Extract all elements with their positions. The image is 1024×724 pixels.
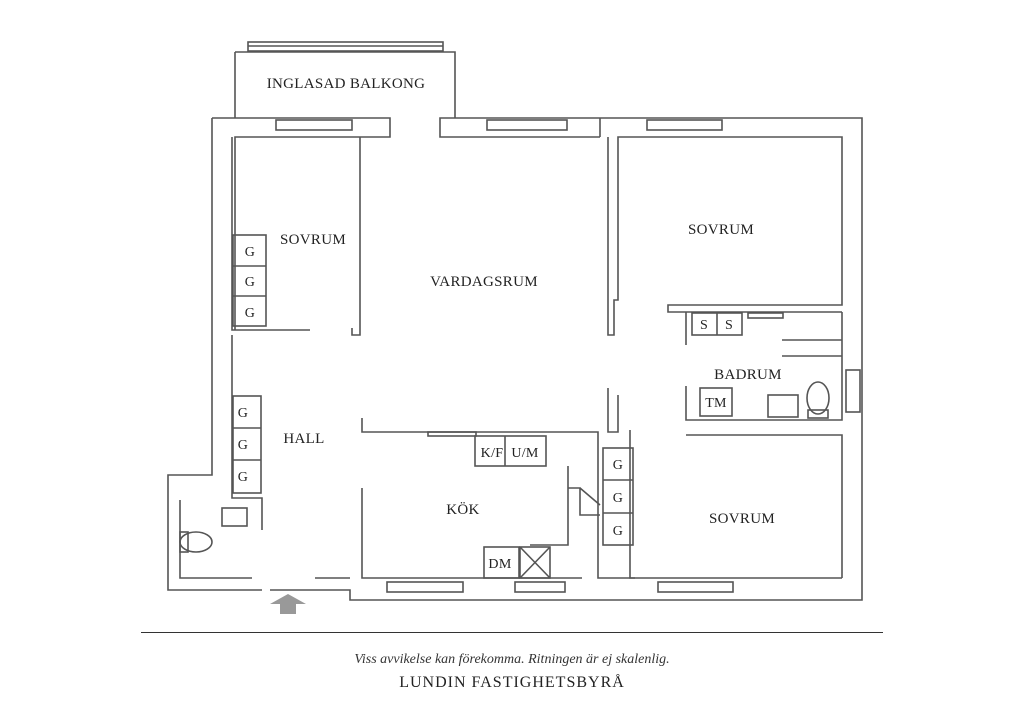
- dishwasher-box: [483, 546, 520, 579]
- stove: [519, 546, 551, 579]
- dishwasher-label: DM: [488, 557, 511, 572]
- balcony-outline: [234, 51, 456, 118]
- toilet: [179, 531, 213, 553]
- wall: [607, 136, 843, 336]
- wardrobe-label: G: [245, 245, 255, 260]
- shelf-label: S: [725, 318, 733, 333]
- wall: [685, 312, 843, 578]
- kitchen-appliances: [474, 435, 547, 467]
- label-kitchen: KÖK: [446, 501, 479, 518]
- inner-outline: [179, 500, 350, 579]
- label-living: VARDAGSRUM: [430, 274, 538, 290]
- wardrobe-label: G: [613, 524, 623, 539]
- label-bedroom-left: SOVRUM: [280, 232, 346, 248]
- disclaimer-text: Viss avvikelse kan förekomma. Ritningen …: [354, 652, 670, 667]
- shelf-label: S: [700, 318, 708, 333]
- wardrobe: [602, 447, 634, 546]
- label-balcony: INGLASAD BALKONG: [267, 76, 426, 92]
- sink: [747, 312, 784, 319]
- label-hall: HALL: [283, 431, 324, 447]
- window: [657, 581, 734, 593]
- washer-label: TM: [705, 396, 727, 411]
- window: [646, 119, 723, 131]
- wardrobe: [232, 395, 262, 494]
- wardrobe-label: G: [238, 406, 248, 421]
- entrance-arrow-icon: [270, 594, 306, 614]
- wall: [351, 137, 361, 336]
- window: [845, 369, 861, 413]
- wall: [629, 430, 842, 579]
- bath-sink: [767, 394, 799, 418]
- wardrobe-label: G: [238, 438, 248, 453]
- window: [275, 119, 353, 131]
- brand-name: LUNDIN FASTIGHETSBYRÅ: [399, 674, 625, 691]
- wall: [530, 466, 569, 546]
- micro-label: U/M: [511, 446, 539, 461]
- wall: [607, 388, 619, 433]
- wardrobe-label: G: [613, 491, 623, 506]
- wall: [231, 137, 310, 331]
- window: [486, 119, 568, 131]
- window: [514, 581, 566, 593]
- wardrobe: [232, 234, 267, 327]
- footer-divider: [141, 632, 883, 633]
- fridge-label: K/F: [481, 446, 504, 461]
- window-interior: [427, 431, 477, 437]
- wall: [231, 335, 263, 530]
- label-bedroom-top-right: SOVRUM: [688, 222, 754, 238]
- toilet-bath: [806, 381, 830, 415]
- wall: [568, 487, 601, 516]
- wardrobe-label: G: [613, 458, 623, 473]
- window: [386, 581, 464, 593]
- washer: [699, 387, 733, 417]
- wardrobe-label: G: [245, 306, 255, 321]
- wc-sink: [221, 507, 248, 527]
- wall: [361, 418, 635, 579]
- outer-wall: [167, 117, 863, 601]
- label-bathroom: BADRUM: [714, 367, 782, 383]
- wardrobe-label: G: [245, 275, 255, 290]
- wardrobe-label: G: [238, 470, 248, 485]
- label-bedroom-bottom-right: SOVRUM: [709, 511, 775, 527]
